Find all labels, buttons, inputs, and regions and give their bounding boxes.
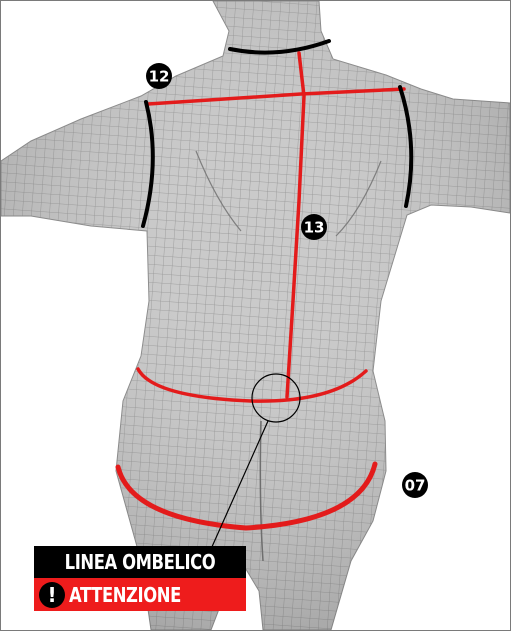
badge-12-label: 12: [149, 68, 170, 86]
badge-13-label: 13: [304, 219, 325, 237]
badge-07: 07: [402, 472, 428, 498]
callout-title-bar: LINEA OMBELICO: [34, 546, 246, 578]
badge-13: 13: [301, 214, 327, 240]
warning-label: ATTENZIONE: [69, 583, 181, 607]
callout-title: LINEA OMBELICO: [53, 546, 227, 578]
exclamation-icon: !: [39, 582, 65, 608]
badge-12: 12: [146, 63, 172, 89]
warning-bar: ! ATTENZIONE: [34, 578, 246, 611]
navel-line-callout: LINEA OMBELICO ! ATTENZIONE: [34, 546, 246, 611]
badge-07-label: 07: [405, 477, 426, 495]
